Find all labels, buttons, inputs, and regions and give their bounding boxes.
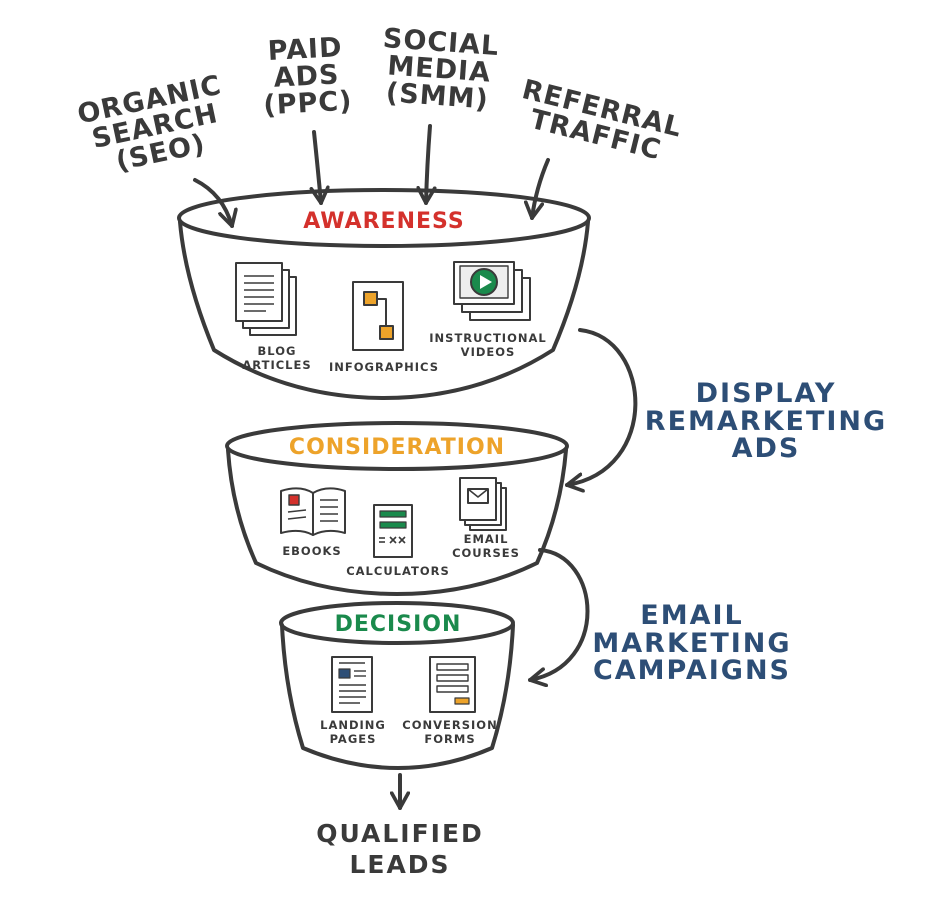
video-icon bbox=[453, 261, 531, 321]
item-instructional-videos: Instructional Videos bbox=[429, 331, 547, 359]
item-ebooks: Ebooks bbox=[282, 544, 342, 558]
side-email-marketing: Email Marketing Campaigns bbox=[592, 600, 792, 687]
source-social-media: Social Media (SMM) bbox=[381, 23, 501, 116]
item-blog-articles: Blog Articles bbox=[242, 344, 312, 372]
email-marketing-arrow bbox=[528, 548, 590, 680]
item-calculators: Calculators bbox=[346, 564, 450, 578]
paid-arrow bbox=[314, 130, 321, 205]
item-infographics: Infographics bbox=[329, 360, 439, 374]
email-icon bbox=[459, 477, 507, 531]
item-landing-pages: Landing Pages bbox=[320, 718, 386, 746]
landing-page-icon bbox=[331, 656, 373, 713]
infographic-icon bbox=[352, 281, 404, 351]
open-book-icon bbox=[280, 487, 346, 536]
stage-consideration-title: Consideration bbox=[288, 435, 506, 460]
display-remarketing-arrow bbox=[565, 328, 638, 485]
item-conversion-forms: Conversion Forms bbox=[402, 718, 498, 746]
consideration-bowl bbox=[225, 421, 569, 596]
decision-bowl bbox=[279, 601, 515, 770]
side-display-remarketing: Display Remarketing Ads bbox=[644, 378, 888, 465]
item-email-courses: Email Courses bbox=[452, 532, 520, 560]
stage-decision-title: Decision bbox=[334, 612, 462, 637]
awareness-bowl bbox=[177, 188, 591, 400]
referral-arrow bbox=[532, 158, 550, 220]
form-icon bbox=[429, 656, 476, 713]
document-stack-icon bbox=[235, 262, 297, 336]
calculator-icon bbox=[373, 504, 413, 558]
output-qualified-leads: Qualified Leads bbox=[316, 819, 484, 880]
social-arrow bbox=[426, 124, 430, 205]
source-paid-ads: Paid Ads (PPC) bbox=[262, 32, 354, 122]
stage-awareness-title: Awareness bbox=[303, 209, 465, 234]
organic-arrow bbox=[193, 178, 232, 228]
